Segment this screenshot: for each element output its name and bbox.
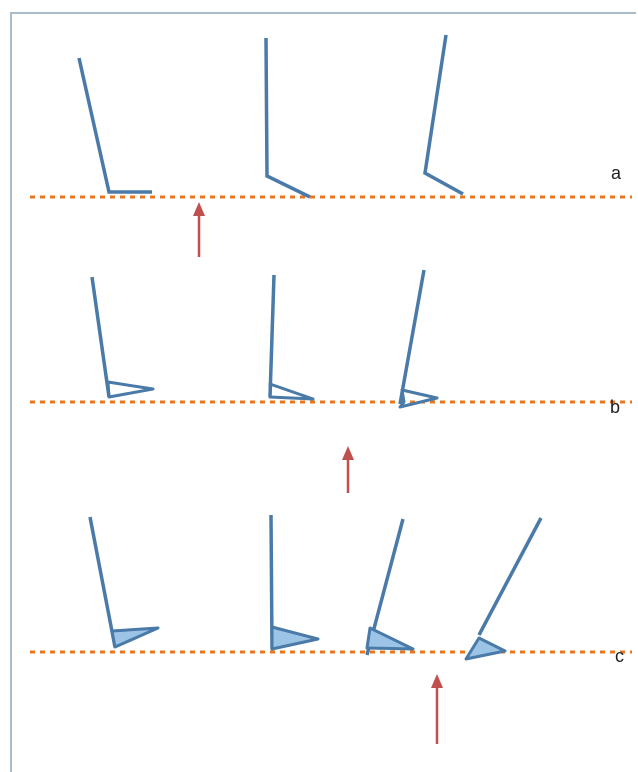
leg-a-2 (266, 38, 310, 197)
leg-b-2 (270, 275, 274, 397)
foot-c-1 (112, 628, 158, 647)
row-c: c (30, 515, 632, 744)
foot-b-3 (400, 390, 437, 407)
foot-c-3 (367, 628, 413, 649)
row-label-c: c (615, 646, 624, 666)
row-label-a: a (611, 163, 622, 183)
leg-c-4 (479, 518, 541, 635)
foot-c-4 (466, 638, 505, 659)
leg-b-1 (92, 277, 109, 397)
arrow-c (431, 674, 443, 744)
arrow-b (342, 446, 354, 493)
leg-a-1 (79, 58, 152, 192)
row-label-b: b (610, 397, 620, 417)
row-a: a (30, 35, 632, 257)
leg-b-3 (400, 270, 424, 404)
foot-b-1 (108, 382, 153, 397)
leg-a-3 (425, 35, 463, 194)
foot-c-2 (272, 627, 318, 649)
row-b: b (30, 270, 632, 493)
arrow-a (193, 202, 205, 257)
foot-b-2 (270, 384, 313, 399)
leg-c-1 (90, 517, 115, 647)
